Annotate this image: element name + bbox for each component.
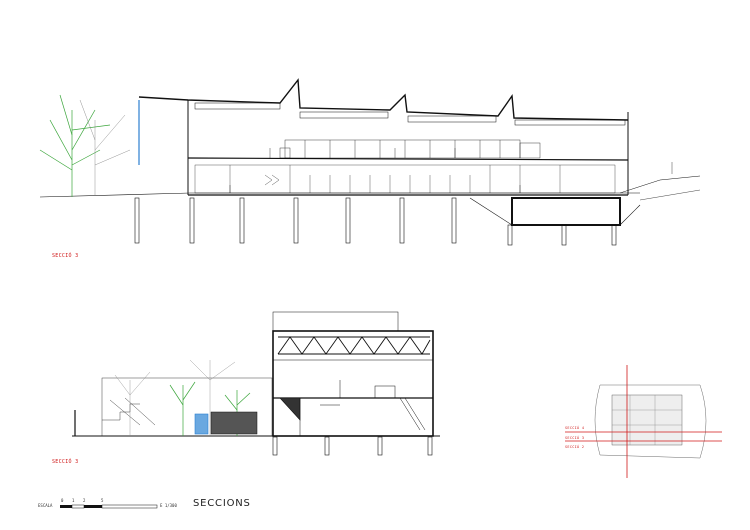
drawing-title: SECCIONS (193, 498, 251, 509)
keyplan-label-2: SECCIÓ 3 (565, 436, 585, 440)
scale-tick-0: 0 (61, 498, 64, 503)
section-label-top: SECCIÓ 3 (52, 253, 79, 259)
ground-line (39, 192, 191, 198)
top-section (39, 78, 701, 246)
section-label-bottom: SECCIÓ 3 (52, 459, 79, 465)
scale-ratio: E 1/300 (160, 503, 177, 508)
scale-bar (60, 504, 158, 509)
bottom-section (72, 311, 440, 456)
keyplan-label-3: SECCIÓ 2 (565, 445, 585, 449)
blue-door (194, 413, 209, 435)
keyplan-label-1: SECCIÓ 4 (565, 426, 585, 430)
basement-box (511, 197, 621, 226)
tree-left (39, 94, 111, 197)
sawtooth-roof (138, 78, 629, 121)
section-cut-lines (565, 365, 722, 478)
scale-tick-5: 5 (101, 498, 104, 503)
pile-foundations (134, 197, 617, 246)
key-plan (565, 365, 722, 478)
scale-tick-2: 2 (83, 498, 86, 503)
scale-tick-1: 1 (72, 498, 75, 503)
scale-label: ESCALA (38, 503, 53, 508)
roof-truss (277, 336, 431, 355)
